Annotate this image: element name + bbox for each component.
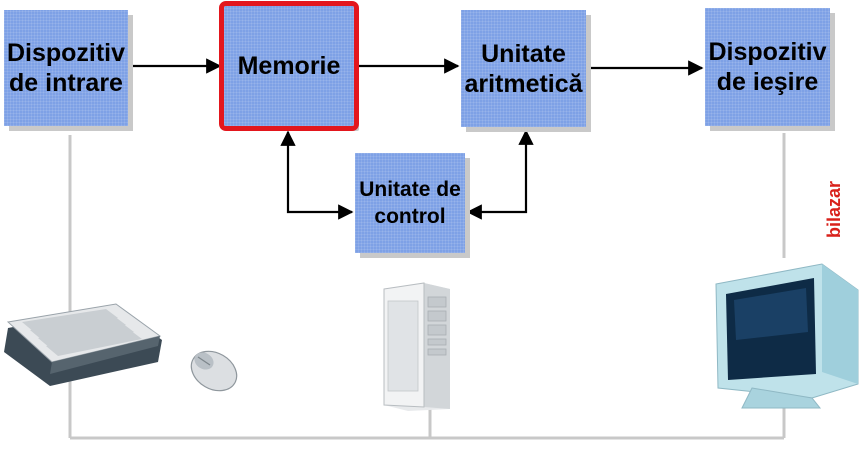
input-device-label: Dispozitiv de intrare	[6, 39, 126, 97]
svg-text:bilazar: bilazar	[824, 181, 844, 238]
control-unit-label: Unitate de control	[359, 178, 461, 228]
output-device-label: Dispozitiv de ieşire	[708, 38, 827, 96]
arrow-memory-control	[280, 130, 354, 220]
mouse-icon	[190, 350, 238, 392]
control-unit-box: Unitate de control	[355, 153, 465, 253]
memory-box: Memorie	[219, 1, 359, 131]
input-device-box: Dispozitiv de intrare	[4, 10, 128, 126]
crt-monitor-icon	[715, 263, 859, 409]
alu-box: Unitate aritmetică	[461, 10, 586, 127]
arrow-control-alu	[466, 129, 534, 220]
data-flow-arrows	[132, 58, 704, 220]
hardware-connector-lines	[68, 133, 786, 440]
computer-tower-icon	[383, 282, 450, 411]
keyboard-icon	[4, 303, 162, 386]
alu-label: Unitate aritmetică	[464, 39, 583, 98]
memory-label: Memorie	[237, 52, 341, 80]
output-device-box: Dispozitiv de ieşire	[705, 8, 830, 126]
watermark-logo: bilazar	[824, 181, 844, 238]
